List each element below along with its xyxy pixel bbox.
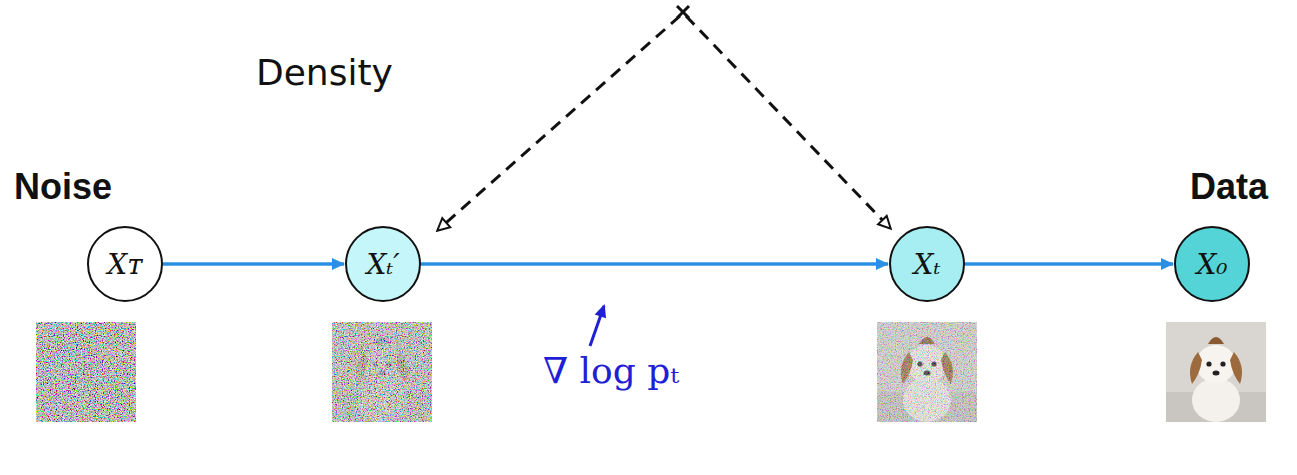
node-label: Xᴛ xyxy=(107,248,142,281)
state-circle: X₀ xyxy=(1174,226,1250,302)
annotation-label: Data xyxy=(1190,166,1268,208)
annotation-label: Noise xyxy=(14,166,112,208)
node-label: X₀ xyxy=(1196,248,1227,281)
flow-arrow xyxy=(421,262,888,266)
state-circle: Xₜ xyxy=(889,226,965,302)
state-circle: Xᴛ xyxy=(87,226,163,302)
density-lines xyxy=(438,6,890,230)
leader-line xyxy=(590,306,604,346)
node-label: Xₜ xyxy=(914,248,941,281)
annotation-label: Density xyxy=(256,52,393,93)
noisy-image xyxy=(877,322,977,422)
data-image xyxy=(1166,322,1266,422)
edge-label: ∇ log pₜ xyxy=(540,350,682,391)
node-label: Xₜ′ xyxy=(366,248,399,281)
flow-arrow xyxy=(965,262,1173,266)
state-circle: Xₜ′ xyxy=(345,226,421,302)
noisy-image xyxy=(332,322,432,422)
noise-image xyxy=(36,322,136,422)
flow-arrow xyxy=(163,262,344,266)
